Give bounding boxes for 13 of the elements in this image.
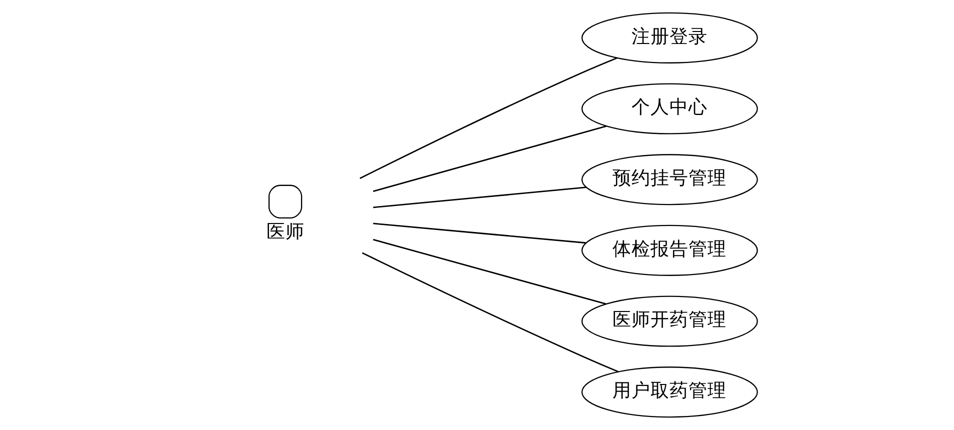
connector [372, 125, 606, 192]
connector [372, 222, 586, 244]
node-ellipse: 用户取药管理 [580, 366, 758, 418]
node-ellipse: 医师开药管理 [580, 296, 758, 347]
connector [372, 238, 606, 305]
node-ellipse: 注册登录 [580, 12, 758, 64]
connector [372, 186, 586, 208]
node-label: 医师 [266, 221, 304, 242]
connector [361, 252, 618, 372]
node-ellipse: 预约挂号管理 [580, 154, 758, 206]
node-ellipse: 个人中心 [580, 83, 758, 134]
node-ellipse: 体检报告管理 [580, 224, 758, 276]
connector [359, 57, 617, 179]
